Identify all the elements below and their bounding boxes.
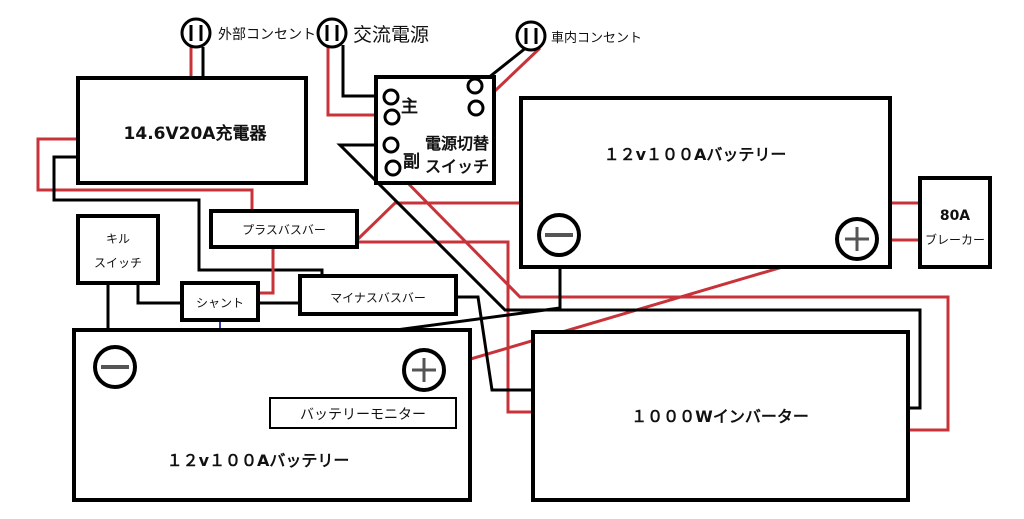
kill-switch-label-1: キル [106,232,130,246]
wire-charger-positive [36,137,254,211]
plus-busbar-label: プラスバスバー [242,223,326,237]
minus-busbar: マイナスバスバー [298,274,458,316]
wire-minus-busbar-to-inverter [445,295,533,392]
switch-title-2: スイッチ [425,157,489,176]
outlet-ac-label: 交流電源 [353,24,429,46]
wire-switch-sub-negative [336,143,562,312]
battery-monitor: バッテリーモニター [269,397,457,429]
wire-charger-negative [52,155,324,290]
inverter: １０００Wインバーター [531,330,910,502]
wire-switch-sub-to-inverter [391,166,950,432]
breaker-label-1: 80A [940,208,970,224]
breaker: 80A ブレーカー [918,176,992,269]
charger-label: 14.6V20A充電器 [124,123,268,144]
battery-top: １２v１００Aバッテリー [519,96,892,269]
shunt-label: シャント [196,296,244,310]
battery-bottom-label: １２v１００Aバッテリー [167,451,350,470]
wire-ac-positive [326,45,392,117]
kill-switch-label-2: スイッチ [94,256,142,270]
kill-switch: キル スイッチ [76,214,160,285]
outlet-ac: 交流電源 [316,17,429,49]
wire-busbar-to-inverter [357,240,533,414]
battery-monitor-label: バッテリーモニター [300,407,426,423]
inverter-label: １０００Wインバーター [631,407,809,426]
outlet-vehicle: 車内コンセント [515,20,642,52]
minus-busbar-label: マイナスバスバー [330,291,426,305]
outlet-external: 外部コンセント [180,17,316,49]
switch-main-label: 主 [401,96,418,117]
power-switch: 主 副 電源切替 スイッチ [374,75,496,185]
battery-top-label: １２v１００Aバッテリー [604,145,787,164]
switch-title-1: 電源切替 [425,134,489,153]
plus-busbar: プラスバスバー [209,209,359,249]
shunt: シャント [180,281,260,322]
wire-kill-to-shunt [136,283,182,305]
outlet-external-label: 外部コンセント [218,27,316,43]
outlet-vehicle-label: 車内コンセント [551,30,642,46]
switch-sub-label: 副 [403,152,420,172]
wire-inverter-return [560,308,922,410]
breaker-label-2: ブレーカー [925,232,985,247]
charger: 14.6V20A充電器 [76,76,308,185]
